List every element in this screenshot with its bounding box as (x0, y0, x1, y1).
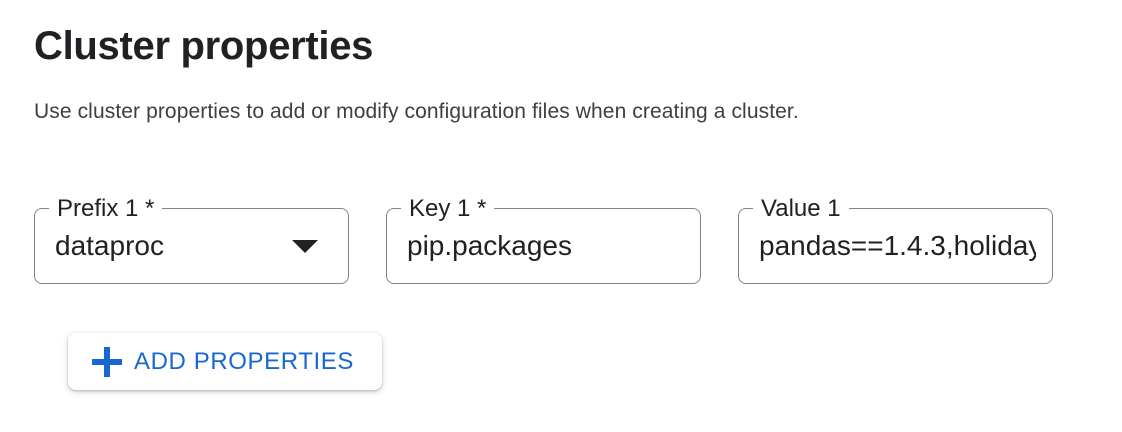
prefix-field[interactable]: Prefix 1 * dataproc (34, 195, 349, 284)
page-title: Cluster properties (34, 24, 374, 68)
prefix-label: Prefix 1 * (49, 195, 163, 223)
property-row: Prefix 1 * dataproc Key 1 * Value 1 (34, 195, 1122, 284)
value-field: Value 1 (738, 195, 1053, 284)
add-properties-label: ADD PROPERTIES (134, 347, 355, 375)
key-field: Key 1 * (386, 195, 701, 284)
value-label: Value 1 (753, 195, 849, 223)
chevron-down-icon (292, 239, 318, 253)
prefix-value: dataproc (55, 230, 164, 261)
cluster-properties-section: Cluster properties Use cluster propertie… (34, 24, 1122, 390)
page-description: Use cluster properties to add or modify … (34, 100, 799, 123)
key-input[interactable] (387, 230, 700, 262)
key-label: Key 1 * (401, 195, 495, 223)
add-properties-button[interactable]: ADD PROPERTIES (68, 333, 382, 390)
value-input[interactable] (739, 230, 1052, 262)
plus-icon (92, 346, 122, 377)
